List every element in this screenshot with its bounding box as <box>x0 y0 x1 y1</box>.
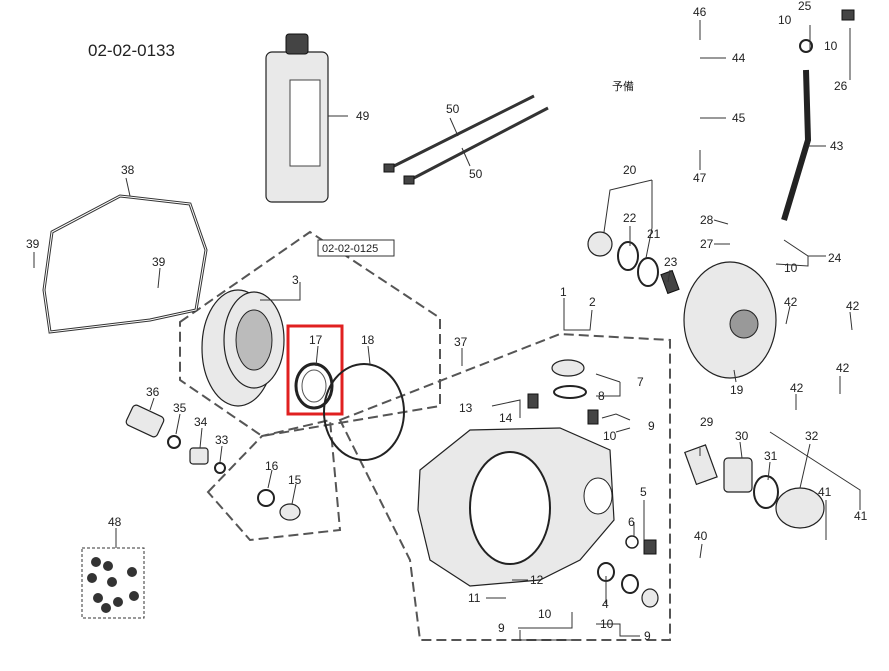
callout-35: 35 <box>173 401 187 415</box>
subassembly-frame <box>179 230 441 438</box>
callout-29: 29 <box>700 415 714 429</box>
callout-20: 20 <box>623 163 637 177</box>
seal-group-frame <box>206 418 342 542</box>
callout-23: 23 <box>664 255 678 269</box>
callout-13: 13 <box>459 401 473 415</box>
callout-36: 36 <box>146 385 160 399</box>
oil-hose-part <box>781 69 812 221</box>
callout-9-lower-left: 9 <box>498 621 505 635</box>
callout-41-b: 41 <box>854 509 868 523</box>
callout-10-lower-left: 10 <box>538 607 552 621</box>
filler-cap-part <box>551 359 585 377</box>
callout-42-c: 42 <box>836 361 850 375</box>
callout-37: 37 <box>454 335 468 349</box>
callout-10-upper: 10 <box>603 429 617 443</box>
callout-18: 18 <box>361 333 375 347</box>
callout-33: 33 <box>215 433 229 447</box>
clutch-drum-part <box>201 289 285 407</box>
oil-seal-part <box>294 362 334 410</box>
callout-41-a: 41 <box>818 485 832 499</box>
cap-set-part <box>87 557 139 613</box>
callout-25: 25 <box>798 0 812 13</box>
callout-3: 3 <box>292 273 299 287</box>
callout-46: 46 <box>693 5 707 19</box>
cap-oring-part <box>553 385 587 399</box>
zip-tie-part <box>383 94 549 185</box>
callout-4: 4 <box>602 597 609 611</box>
callout-labels: 49 50 50 38 39 39 3 17 18 37 36 35 34 33… <box>26 0 868 643</box>
spring-part <box>684 444 718 486</box>
leader-lines <box>33 20 861 641</box>
callout-40: 40 <box>694 529 708 543</box>
filter-cap-part <box>775 487 825 529</box>
callout-1: 1 <box>560 285 567 299</box>
callout-2: 2 <box>589 295 596 309</box>
oil-filter-part <box>723 457 753 493</box>
callout-14: 14 <box>499 411 513 425</box>
callout-42-b: 42 <box>846 299 860 313</box>
subassembly-ref: 02-02-0125 <box>322 243 378 255</box>
callout-5: 5 <box>640 485 647 499</box>
callout-24: 24 <box>828 251 842 265</box>
callout-32: 32 <box>805 429 819 443</box>
callout-22: 22 <box>623 211 637 225</box>
callout-9-lower-right: 9 <box>644 629 651 643</box>
callout-43: 43 <box>830 139 844 153</box>
callout-38: 38 <box>121 163 135 177</box>
circlip-part <box>257 489 275 507</box>
callout-10-hose-right: 10 <box>824 39 838 53</box>
callout-19: 19 <box>730 383 744 397</box>
plug-parts <box>125 404 226 474</box>
callout-10-mid: 10 <box>784 261 798 275</box>
callout-16: 16 <box>265 459 279 473</box>
callout-44: 44 <box>732 51 746 65</box>
highlight-box[interactable] <box>286 324 344 416</box>
o-ring-part <box>323 363 405 461</box>
callout-34: 34 <box>194 415 208 429</box>
callout-10-hose-left: 10 <box>778 13 792 27</box>
callout-17: 17 <box>309 333 323 347</box>
callout-47: 47 <box>693 171 707 185</box>
callout-42-a: 42 <box>784 295 798 309</box>
diagram-title: 02-02-0133 <box>88 41 175 60</box>
callout-28: 28 <box>700 213 714 227</box>
callout-49: 49 <box>356 109 370 123</box>
callout-30: 30 <box>735 429 749 443</box>
cover-frame <box>338 332 671 641</box>
spare-label: 予備 <box>612 80 634 93</box>
callout-9-upper: 9 <box>648 419 655 433</box>
callout-45: 45 <box>732 111 746 125</box>
callout-39-left: 39 <box>26 237 40 251</box>
callout-10-lower-right: 10 <box>600 617 614 631</box>
callout-15: 15 <box>288 473 302 487</box>
crankcase-cover-part <box>417 427 615 587</box>
callout-39-right: 39 <box>152 255 166 269</box>
callout-31: 31 <box>764 449 778 463</box>
callout-50-top: 50 <box>446 102 460 116</box>
callout-12: 12 <box>530 573 544 587</box>
callout-50-bottom: 50 <box>469 167 483 181</box>
shaft-seal-part <box>587 231 613 257</box>
callout-8: 8 <box>598 389 605 403</box>
callout-6: 6 <box>628 515 635 529</box>
oil-filter-cover-part <box>683 261 777 379</box>
callout-11: 11 <box>468 591 481 605</box>
subassembly-ref-box <box>317 239 395 257</box>
oil-bottle-part <box>265 33 329 203</box>
bearing-part <box>279 503 301 521</box>
callout-27: 27 <box>700 237 714 251</box>
callout-48: 48 <box>108 515 122 529</box>
gasket-part <box>42 194 208 334</box>
cap-set-box <box>81 547 145 619</box>
callout-26: 26 <box>834 79 848 93</box>
callout-21: 21 <box>647 227 661 241</box>
callout-42-d: 42 <box>790 381 804 395</box>
callout-7: 7 <box>637 375 644 389</box>
